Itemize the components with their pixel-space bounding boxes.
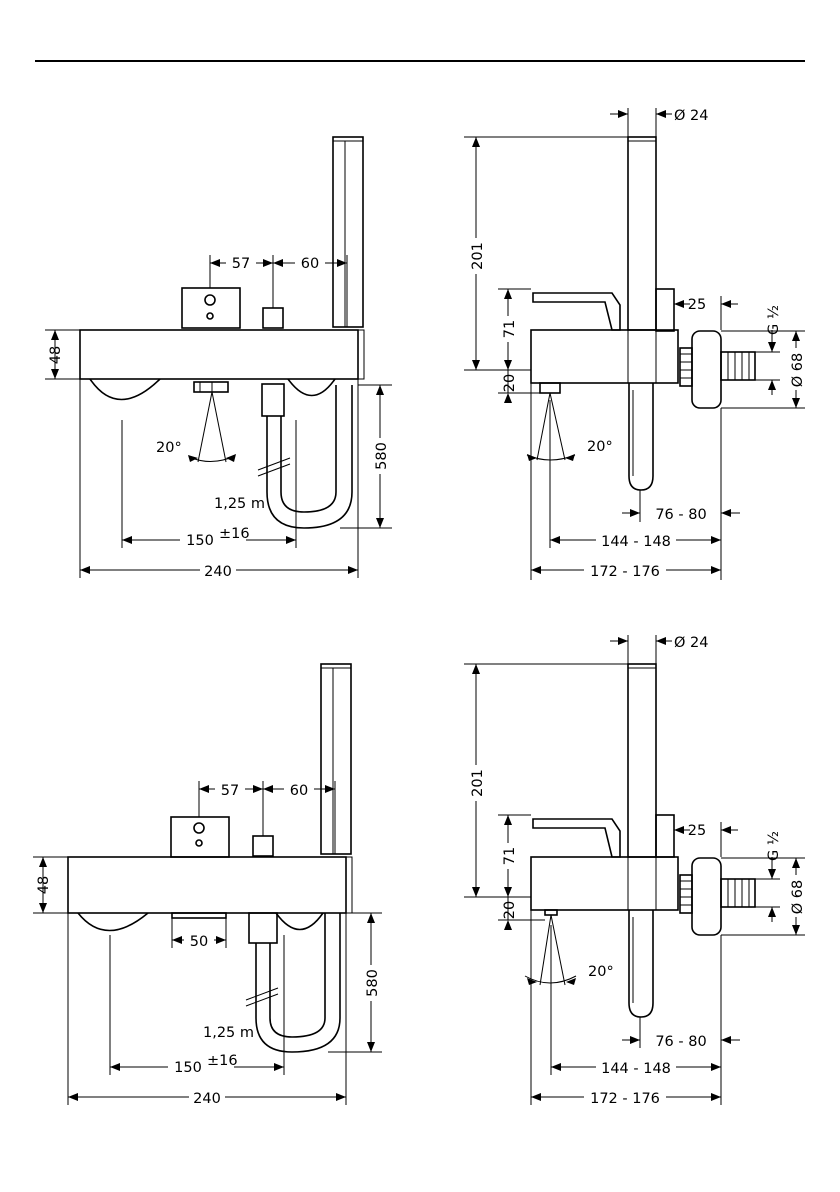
dim-240-bottom: 240: [193, 1091, 221, 1107]
dim-150-tol-top: ±16: [219, 526, 250, 542]
dim-580-top: 580: [374, 442, 390, 470]
dim-20-bottom: 20: [502, 901, 518, 919]
dim-150-tol-bottom: ±16: [207, 1053, 238, 1069]
thread-connector: [721, 352, 755, 380]
thread-g-half-top: G ½: [766, 305, 782, 335]
hose: [267, 385, 352, 528]
thread-g-half-bottom: G ½: [766, 831, 782, 861]
hand-shower-side-bottom: [628, 664, 656, 857]
spout: [194, 382, 228, 392]
hand-shower: [333, 137, 363, 327]
dim-144-148-bottom: 144 - 148: [601, 1061, 671, 1077]
dim-201-top: 201: [470, 242, 486, 270]
mixer-body-bottom: [68, 857, 346, 913]
angle-20-top-side: 20°: [587, 439, 613, 455]
dim-25-top: 25: [688, 297, 706, 313]
angle-20-top-front: 20°: [156, 440, 182, 456]
angle-20-bottom-side: 20°: [588, 964, 614, 980]
dim-57-top: 57: [232, 256, 250, 272]
mixer-body: [80, 330, 358, 379]
wall-flange-right: [288, 379, 335, 396]
dim-71-bottom: 71: [502, 847, 518, 865]
control-knob: [182, 288, 240, 328]
hose-length-top: 1,25 m: [214, 496, 265, 512]
dim-240-top: 240: [204, 564, 232, 580]
dim-150-bottom: 150: [174, 1060, 202, 1076]
dim-172-176-bottom: 172 - 176: [590, 1091, 660, 1107]
hose-length-bottom: 1,25 m: [203, 1025, 254, 1041]
front-view-bottom: 57 60 48 50 580 1,25 m: [33, 664, 382, 1107]
spout-bottom: [172, 913, 226, 918]
diverter-button: [263, 308, 283, 328]
dim-48-bottom: 48: [36, 876, 52, 894]
dim-580-bottom: 580: [365, 969, 381, 997]
dim-172-176-top: 172 - 176: [590, 564, 660, 580]
diverter-button-bottom: [253, 836, 273, 856]
side-view-bottom: Ø 24 201 71 20 25 G ½: [464, 635, 806, 1107]
hand-shower-side: [628, 137, 656, 330]
dim-60-bottom: 60: [290, 783, 308, 799]
dim-76-80-top: 76 - 80: [655, 507, 706, 523]
dim-20-top: 20: [502, 374, 518, 392]
dim-50-bottom: 50: [190, 934, 208, 950]
dia-24-top: Ø 24: [674, 108, 708, 124]
dia-68-bottom: Ø 68: [790, 880, 806, 914]
dim-150-top: 150: [186, 533, 214, 549]
dim-76-80-bottom: 76 - 80: [655, 1034, 706, 1050]
wall-flange-left: [90, 379, 160, 400]
dim-60-top: 60: [301, 256, 319, 272]
dia-68-top: Ø 68: [790, 353, 806, 387]
dim-201-bottom: 201: [470, 769, 486, 797]
hose-connector: [262, 384, 284, 416]
dim-48-top: 48: [48, 346, 64, 364]
dim-71-top: 71: [502, 320, 518, 338]
front-view-top: 57 60 48 580 20° 1,25 m: [45, 137, 392, 580]
wall-flange-side: [692, 331, 721, 408]
dim-25-bottom: 25: [688, 823, 706, 839]
dim-144-148-top: 144 - 148: [601, 534, 671, 550]
dim-57-bottom: 57: [221, 783, 239, 799]
hand-shower-bottom: [321, 664, 351, 854]
dia-24-bottom: Ø 24: [674, 635, 708, 651]
lever-handle: [533, 293, 620, 330]
side-view-top: Ø 24 201 71 20 25 G ½: [464, 108, 806, 580]
